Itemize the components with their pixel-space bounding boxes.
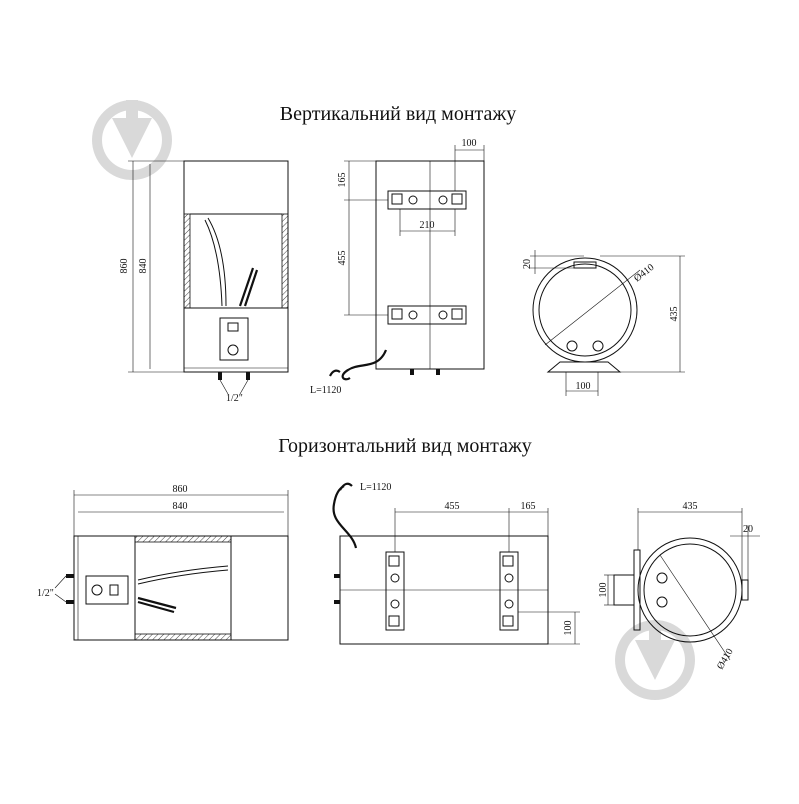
dim-spacing-455: 455 (337, 251, 348, 266)
dim-diameter-410-horizontal: Ø410 (715, 647, 736, 672)
dim-top-width-100: 100 (462, 138, 477, 149)
dim-offset-20: 20 (522, 259, 533, 269)
dim-length-860: 860 (173, 484, 188, 495)
dim-base-100-horizontal: 100 (598, 583, 609, 598)
dim-bracket-210: 210 (420, 220, 435, 231)
display-horizontal-icon (109, 584, 119, 596)
dim-offset-20-horizontal: 20 (743, 524, 753, 535)
title-vertical: Вертикальний вид монтажу (280, 103, 516, 125)
dim-depth-435: 435 (669, 307, 680, 322)
vertical-front-view: 860 840 1/2" (119, 160, 289, 404)
dim-height-840: 840 (138, 259, 149, 274)
dim-spacing-455-horizontal: 455 (445, 501, 460, 512)
cable-length-label: L=1120 (310, 385, 341, 396)
horizontal-back-view: 455 165 100 L=1120 (332, 482, 580, 645)
power-cable-horizontal-icon (332, 485, 358, 549)
thermostat-knob-horizontal-icon (91, 584, 103, 596)
control-panel (219, 317, 249, 361)
vertical-back-view: 165 455 210 100 L=1120 (310, 138, 485, 396)
dim-top-165: 165 (337, 173, 348, 188)
watermark-top-left (92, 100, 172, 180)
horizontal-front-view: 860 840 1/2" (37, 484, 289, 641)
thermostat-knob-icon (227, 344, 239, 356)
display-icon (227, 322, 239, 332)
cable-length-horizontal-label: L=1120 (360, 482, 391, 493)
dim-pipe-half-inch: 1/2" (226, 393, 243, 404)
dim-depth-435-horizontal: 435 (683, 501, 698, 512)
dim-height-860: 860 (119, 259, 130, 274)
power-cable-icon (341, 349, 388, 381)
vertical-side-view: Ø410 20 435 100 (522, 250, 685, 396)
dim-diameter-410: Ø410 (632, 262, 656, 284)
dim-base-100: 100 (576, 381, 591, 392)
dim-pipe-half-inch-horizontal: 1/2" (37, 588, 54, 599)
watermark-bottom-right (615, 620, 695, 700)
dim-side-100: 100 (563, 621, 574, 636)
title-horizontal: Горизонтальний вид монтажу (278, 435, 532, 457)
dim-length-840: 840 (173, 501, 188, 512)
dim-end-165: 165 (521, 501, 536, 512)
control-panel-horizontal (85, 575, 129, 605)
